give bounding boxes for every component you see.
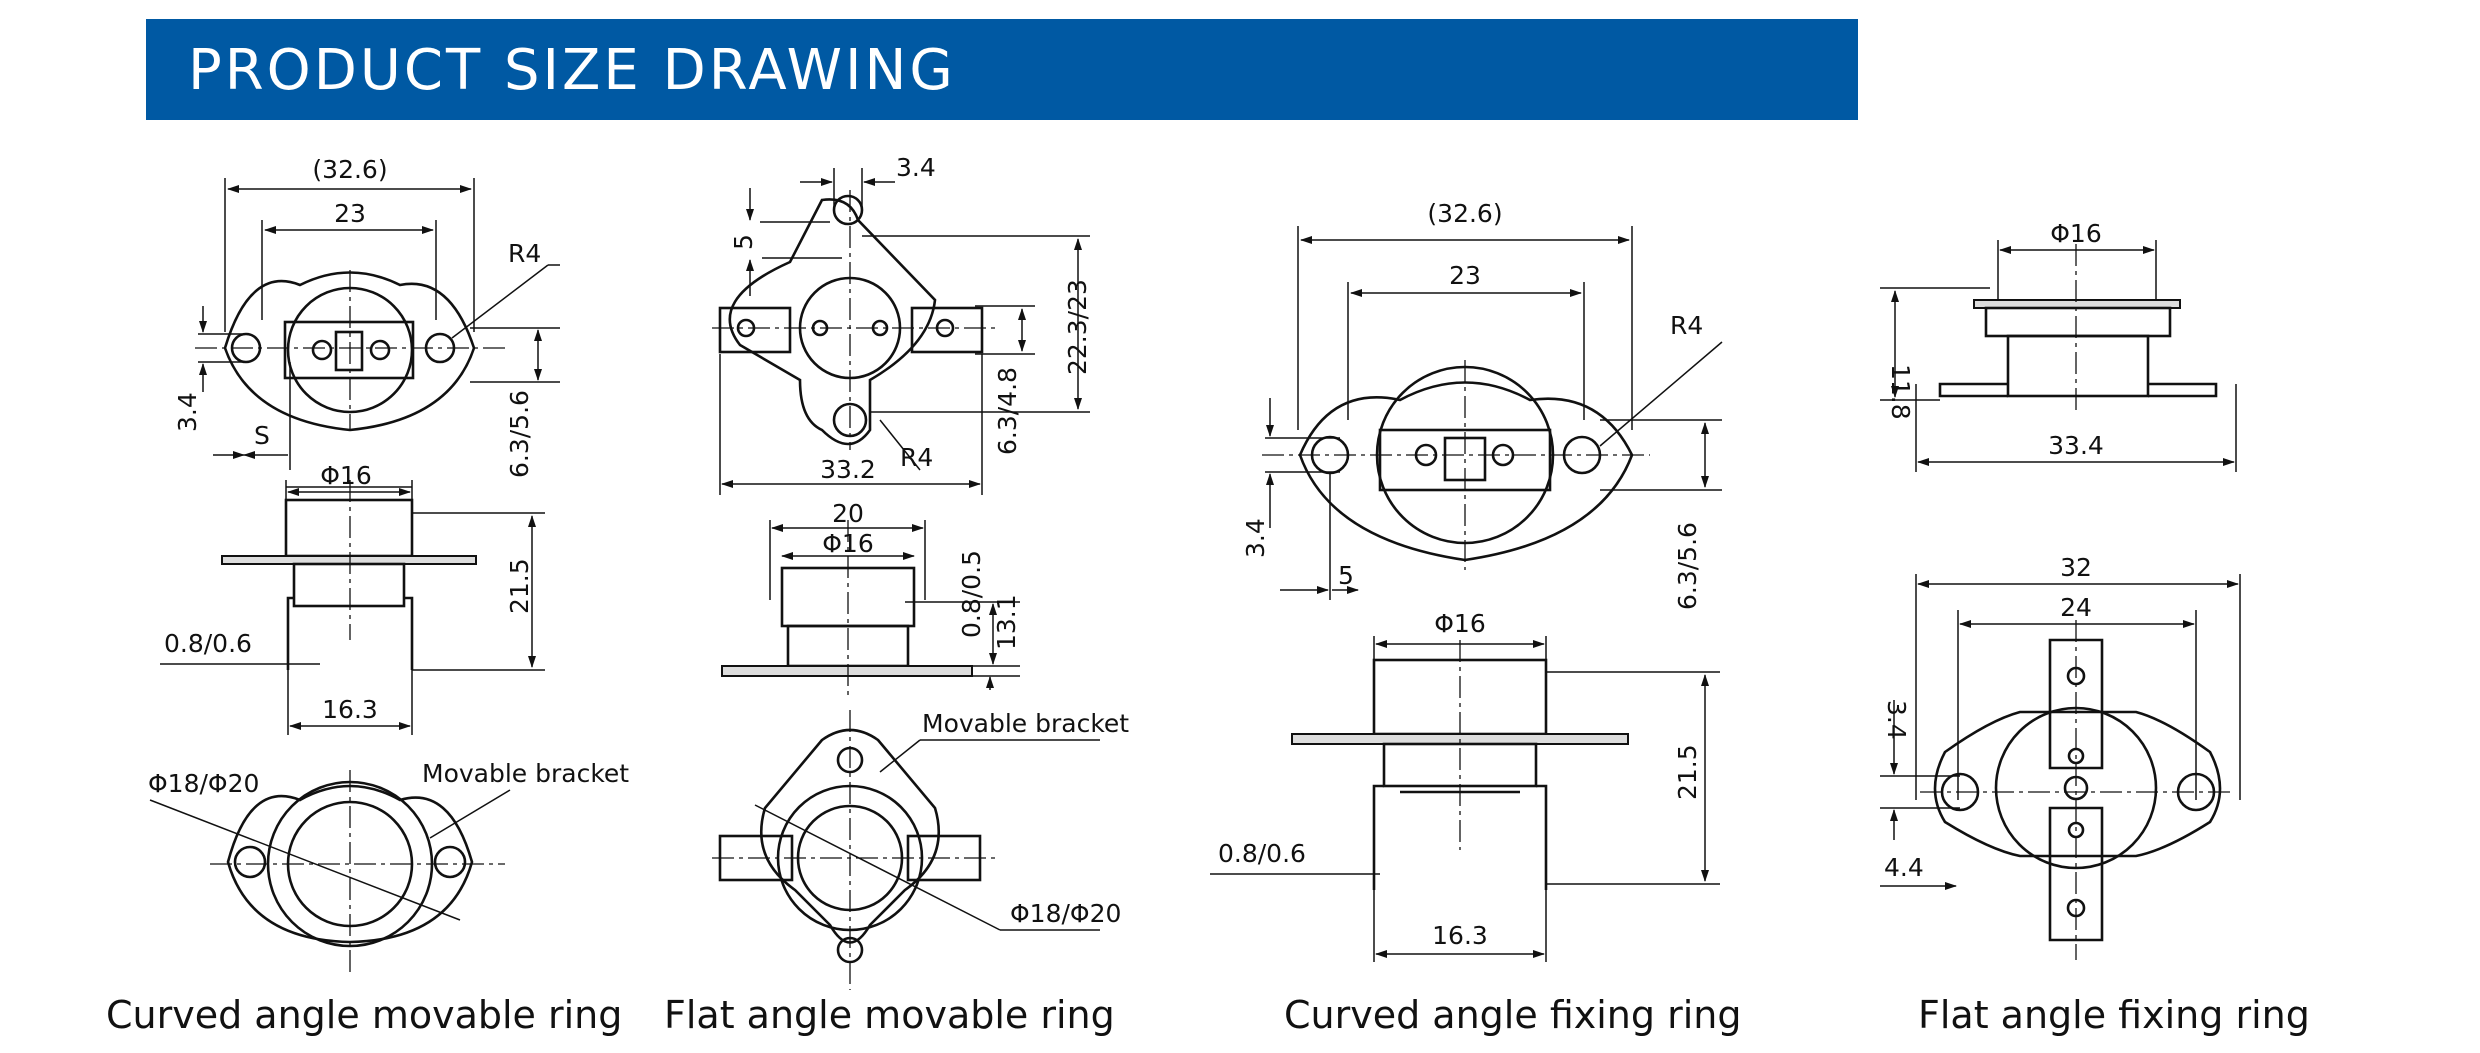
dim-leg-span: 16.3 xyxy=(322,695,378,724)
dim-plate-thickness: 0.8/0.5 xyxy=(957,550,986,638)
figure-curved-angle-movable-ring: (32.6) 23 R4 3.4 S 6.3/5.6 Φ16 xyxy=(106,155,629,1037)
dim-cap-dia: Φ16 xyxy=(2050,219,2102,248)
side-view: 20 Φ16 0.8/0.5 13.1 xyxy=(721,499,1021,700)
header-banner: PRODUCT SIZE DRAWING xyxy=(146,19,1858,120)
dim-hole-dia: 3.4 xyxy=(173,392,202,432)
figure-caption: Curved angle movable ring xyxy=(106,993,622,1037)
figure-flat-angle-movable-ring: 3.4 5 22.3/23 6.3/4.8 33.2 R4 20 Φ16 0.8… xyxy=(664,153,1129,1037)
side-view: Φ16 21.5 0.8/0.6 16.3 xyxy=(1210,609,1720,962)
dim-cap-dia: Φ16 xyxy=(320,461,372,490)
bracket-label: Movable bracket xyxy=(922,709,1129,738)
dim-hole-span: 23 xyxy=(1449,261,1481,290)
dim-height: 21.5 xyxy=(505,558,534,614)
top-view: 32 24 3.4 4.4 xyxy=(1880,553,2241,960)
dim-hole-span: 23 xyxy=(334,199,366,228)
dim-base-width: 33.4 xyxy=(2048,431,2104,460)
dim-radius: R4 xyxy=(900,443,933,472)
dim-width: 33.2 xyxy=(820,455,876,484)
figure-curved-angle-fixing-ring: (32.6) 23 R4 3.4 5 6.3/5.6 Φ16 xyxy=(1210,199,1741,1037)
dim-overall-width: (32.6) xyxy=(312,155,387,184)
figure-caption: Flat angle movable ring xyxy=(664,993,1115,1037)
bottom-view: Φ18/Φ20 Movable bracket xyxy=(148,759,629,972)
dim-cap-dia: Φ16 xyxy=(1434,609,1486,638)
dim-terminal-height: 6.3/5.6 xyxy=(1673,522,1702,610)
dim-height: 11.8 xyxy=(1886,364,1915,420)
dim-radius: R4 xyxy=(508,239,541,268)
dim-hole-offset: S xyxy=(254,421,270,450)
dim-body-height: 13.1 xyxy=(992,594,1021,650)
dim-overall-width: 32 xyxy=(2060,553,2092,582)
dim-terminal-height: 6.3/5.6 xyxy=(505,390,534,478)
dim-hole-span: 24 xyxy=(2060,593,2092,622)
side-view: Φ16 21.5 0.8/0.6 16.3 xyxy=(160,461,545,735)
page-title: PRODUCT SIZE DRAWING xyxy=(188,38,956,103)
bottom-view: Movable bracket Φ18/Φ20 xyxy=(712,709,1129,990)
dim-height: 22.3/23 xyxy=(1063,279,1092,375)
dim-hole-dia: 3.4 xyxy=(896,153,936,182)
dim-plate-thickness: 0.8/0.6 xyxy=(164,629,252,658)
dim-cap-dia: Φ16 xyxy=(822,529,874,558)
dim-radius: R4 xyxy=(1670,311,1703,340)
dim-base-width: 20 xyxy=(832,499,864,528)
bracket-label: Movable bracket xyxy=(422,759,629,788)
dim-hole-offset: 5 xyxy=(729,234,758,250)
dim-hole-dia: 3.4 xyxy=(1241,518,1270,558)
dim-overall-width: (32.6) xyxy=(1427,199,1502,228)
dim-leg-span: 16.3 xyxy=(1432,921,1488,950)
dim-hole-offset: 4.4 xyxy=(1884,853,1924,882)
figure-flat-angle-fixing-ring: Φ16 11.8 33.4 xyxy=(1880,219,2310,1037)
dim-ring-dia: Φ18/Φ20 xyxy=(148,769,259,798)
dim-height: 21.5 xyxy=(1673,744,1702,800)
top-view: (32.6) 23 R4 3.4 S 6.3/5.6 xyxy=(173,155,560,478)
side-view: Φ16 11.8 33.4 xyxy=(1880,219,2237,472)
dim-plate-thickness: 0.8/0.6 xyxy=(1218,839,1306,868)
dim-ring-dia: Φ18/Φ20 xyxy=(1010,899,1121,928)
dim-terminal-width: 6.3/4.8 xyxy=(993,367,1022,455)
figure-caption: Curved angle fixing ring xyxy=(1284,993,1741,1037)
top-view: (32.6) 23 R4 3.4 5 6.3/5.6 xyxy=(1241,199,1723,610)
dim-hole-offset: 5 xyxy=(1338,561,1354,590)
top-view: 3.4 5 22.3/23 6.3/4.8 33.2 R4 xyxy=(712,153,1092,495)
dim-hole-dia: 3.4 xyxy=(1882,700,1911,740)
figure-caption: Flat angle fixing ring xyxy=(1918,993,2310,1037)
